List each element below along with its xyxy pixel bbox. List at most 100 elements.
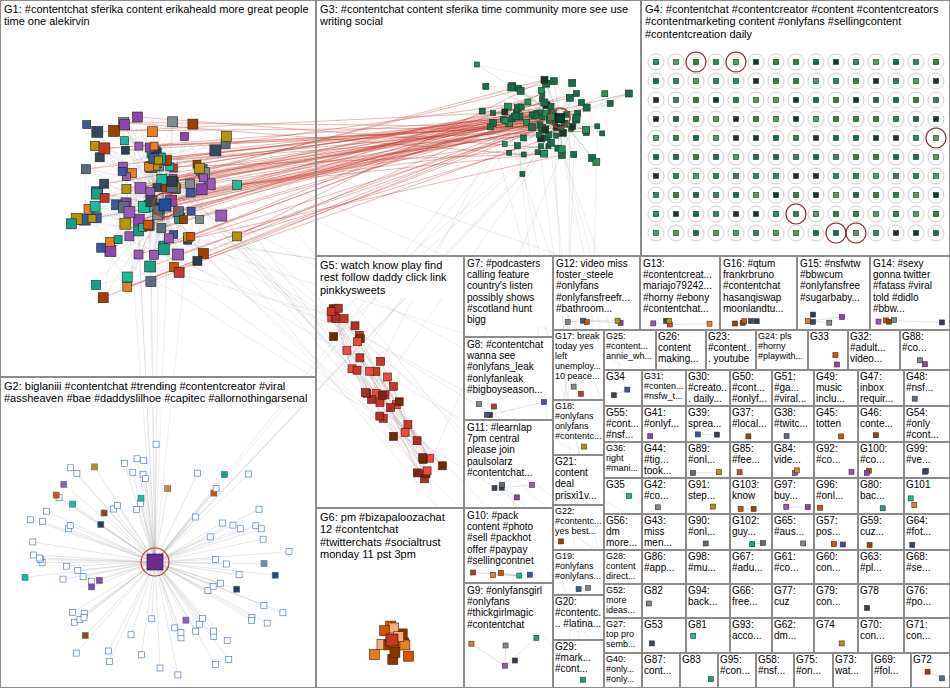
vertex-icon: [694, 117, 699, 122]
group-panel: G40: #only... #only...: [604, 653, 642, 688]
vertex-icon: [114, 236, 122, 244]
vertex-icon: [106, 659, 112, 665]
vertex-icon: [801, 541, 806, 546]
network-edge: [155, 562, 181, 632]
group-panel: G22: #contentc... yes best...: [553, 505, 604, 550]
self-loop: [648, 168, 664, 184]
vertex-icon: [734, 117, 739, 122]
vertex-icon: [541, 400, 546, 405]
vertex-icon: [714, 117, 719, 122]
group-panel: G2: biglaniii #contentchat #trending #co…: [0, 377, 316, 688]
vertex-icon: [514, 143, 520, 149]
network-edge: [141, 103, 545, 189]
group-label: G30: #creato... daily...: [687, 371, 729, 405]
vertex-icon: [654, 60, 659, 65]
self-loop: [668, 187, 684, 203]
vertex-icon: [600, 131, 605, 136]
vertex-icon: [874, 231, 879, 236]
vertex-icon: [914, 174, 919, 179]
vertex-icon: [918, 358, 923, 363]
group-panel: G62: dm...: [772, 618, 814, 653]
group-panel: G24: pls #horny #playwith...: [756, 330, 808, 370]
network-edge: [560, 94, 605, 118]
self-loop: [788, 225, 804, 241]
self-loop: [748, 187, 764, 203]
group-panel: G84: vide...: [772, 442, 814, 478]
group-label: G5: watch know play find rest follow dad…: [317, 257, 463, 298]
vertex-icon: [576, 587, 581, 592]
vertex-icon: [356, 354, 364, 362]
vertex-icon: [734, 136, 739, 141]
vertex-icon: [128, 632, 134, 638]
group-label: G57: pos...: [815, 515, 857, 537]
group-panel: G82: [642, 584, 686, 618]
self-loop: [648, 149, 664, 165]
vertex-icon: [212, 662, 218, 668]
vertex-icon: [794, 117, 799, 122]
vertex-icon: [554, 133, 559, 138]
vertex-icon: [818, 505, 823, 510]
vertex-icon: [134, 456, 140, 462]
self-loop: [848, 187, 864, 203]
network-edge: [155, 523, 223, 562]
group-panel: G30: #creato... daily...: [686, 370, 730, 406]
self-loop: [688, 92, 704, 108]
vertex-icon: [82, 633, 88, 639]
group-label: G89: #onl...: [687, 443, 729, 465]
self-loop: [868, 130, 884, 146]
self-loop: [768, 187, 784, 203]
self-loop: [728, 225, 744, 241]
group-panel: G76: #po...: [904, 584, 950, 618]
vertex-icon: [144, 220, 153, 229]
group-panel: G10: #pack content #photo #sell #packhot…: [464, 508, 553, 583]
group-panel: G97: buy...: [772, 478, 814, 514]
group-panel: G72: [911, 653, 950, 688]
self-loop: [908, 73, 924, 89]
network-edge: [33, 542, 155, 562]
vertex-icon: [794, 231, 799, 236]
vertex-icon: [75, 567, 81, 573]
self-loop: [708, 73, 724, 89]
vertex-icon: [754, 136, 759, 141]
vertex-icon: [849, 469, 854, 474]
group-label: G58: #nsf...: [757, 654, 793, 676]
group-panel: G18: #onlyfans onlyfans #contentc...: [553, 400, 604, 455]
vertex-icon: [210, 145, 221, 156]
self-loop: [928, 225, 944, 241]
group-label: G19: #onlyfans #onlyfans...: [554, 551, 603, 581]
vertex-icon: [607, 101, 613, 107]
self-loop: [748, 149, 764, 165]
group-label: G96: #onl...: [815, 479, 857, 501]
vertex-icon: [81, 165, 90, 174]
network-edge: [127, 168, 199, 277]
vertex-icon: [390, 647, 400, 657]
group-label: G84: vide...: [773, 443, 813, 465]
vertex-icon: [81, 615, 87, 621]
vertex-icon: [541, 76, 548, 83]
group-panel: G78: [858, 584, 904, 618]
group-panel: G44: #tig... took...: [642, 442, 686, 478]
vertex-icon: [834, 174, 839, 179]
vertex-icon: [216, 210, 227, 221]
vertex-icon: [413, 469, 421, 477]
vertex-icon: [674, 193, 679, 198]
self-loop: [908, 92, 924, 108]
self-loop: [768, 54, 784, 70]
vertex-icon: [894, 117, 899, 122]
group-panel: G23: #content... youtube: [706, 330, 756, 370]
self-loop: [768, 225, 784, 241]
vertex-icon: [558, 146, 565, 153]
vertex-icon: [934, 212, 939, 217]
vertex-icon: [354, 338, 362, 346]
vertex-icon: [213, 556, 219, 562]
group-label: G65: #aus...: [773, 515, 813, 537]
network-edge: [155, 525, 233, 562]
vertex-icon: [124, 207, 135, 218]
vertex-icon: [703, 541, 708, 546]
group-panel: G20: #contentc... #latina...: [553, 595, 604, 640]
group-label: G2: biglaniii #contentchat #trending #co…: [1, 378, 315, 407]
group-panel: G57: pos...: [814, 514, 858, 550]
group-label: G49: music inclu...: [815, 371, 857, 405]
self-loop: [928, 111, 944, 127]
network-edge: [155, 123, 509, 562]
